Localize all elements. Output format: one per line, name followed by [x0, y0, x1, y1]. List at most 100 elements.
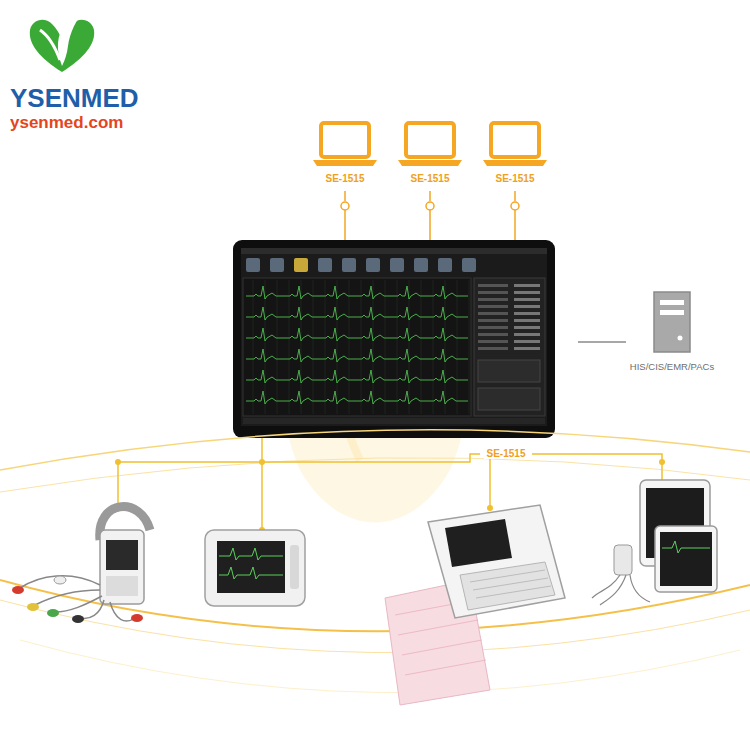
- toolbar-icon: [462, 258, 476, 272]
- toolbar-icon: [438, 258, 452, 272]
- ecg-grid: [313, 280, 314, 414]
- ecg-grid: [265, 280, 266, 414]
- device-bus: [118, 454, 480, 462]
- decor-curve: [0, 430, 750, 693]
- portable-ecg: [290, 545, 299, 589]
- panel-row: [478, 291, 508, 294]
- ecg-grid: [421, 280, 422, 414]
- ecg-machine: [445, 519, 512, 567]
- panel-row: [478, 305, 508, 308]
- panel-row: [514, 347, 540, 350]
- monitor: [233, 240, 555, 438]
- panel-row: [478, 312, 508, 315]
- bus-label: SE-1515: [484, 448, 529, 459]
- ecg-grid: [397, 280, 398, 414]
- ecg-machine: [470, 570, 551, 598]
- laptop-screen: [406, 123, 454, 157]
- laptop-base: [483, 160, 547, 166]
- holter-device: [106, 540, 138, 570]
- panel-box: [478, 388, 540, 410]
- ecg-grid: [349, 280, 350, 414]
- server-case: [654, 292, 690, 352]
- network-wire: [426, 202, 434, 210]
- holter-device: [80, 600, 104, 618]
- panel-row: [514, 291, 540, 294]
- network-wire: [341, 202, 349, 210]
- laptop-node: SE-1515: [310, 120, 380, 184]
- ecg-trace: [246, 328, 468, 341]
- panel-row: [514, 319, 540, 322]
- ecg-trace: [246, 286, 468, 299]
- laptop-base: [313, 160, 377, 166]
- holter-device: [27, 603, 39, 611]
- monitor: [241, 248, 547, 254]
- server-icon: [652, 290, 692, 354]
- monitor: [243, 418, 545, 424]
- ecg-machine: [428, 505, 565, 618]
- device-bus: [117, 462, 119, 506]
- network-wire: [514, 210, 516, 240]
- bus-dot: [115, 459, 665, 533]
- ecg-grid: [469, 280, 470, 414]
- monitor: [474, 278, 545, 416]
- panel-box: [478, 360, 540, 382]
- network-wire: [341, 191, 519, 240]
- portable-ecg: [205, 530, 305, 606]
- device-bus: [261, 438, 263, 462]
- tablet-ecg: [662, 541, 710, 553]
- server-led: [678, 336, 683, 341]
- device-bus: [118, 438, 662, 530]
- monitor: [243, 278, 471, 416]
- device-bus: [532, 454, 662, 462]
- panel-row: [514, 305, 540, 308]
- portable-ecg: [205, 530, 305, 606]
- brand-url: ysenmed.com: [10, 113, 123, 133]
- holter-device: [20, 576, 100, 588]
- network-wire: [344, 210, 346, 240]
- network-wire: [344, 191, 346, 201]
- panel-row: [478, 326, 508, 329]
- logo-icon: [40, 30, 60, 60]
- ecg-grid: [289, 280, 290, 414]
- panel-row: [478, 333, 508, 336]
- node-label: SE-1515: [411, 173, 450, 184]
- toolbar-icon: [294, 258, 308, 272]
- ecg-grid: [433, 280, 434, 414]
- tablet-ecg: [660, 532, 712, 586]
- ecg-grid: [301, 280, 302, 414]
- network-wire: [429, 191, 431, 201]
- network-wire: [511, 202, 519, 210]
- server-wire: [578, 341, 626, 343]
- portable-ecg: [217, 541, 285, 593]
- laptop-screen: [491, 123, 539, 157]
- holter-device: [54, 576, 66, 584]
- ecg-grid: [445, 280, 446, 414]
- toolbar-icon: [342, 258, 356, 272]
- laptop-icon: [397, 120, 463, 168]
- toolbar-icon: [318, 258, 332, 272]
- decor-curve: [0, 600, 750, 653]
- node-label: SE-1515: [496, 173, 535, 184]
- holter-device: [55, 596, 102, 612]
- portable-ecg: [219, 567, 283, 579]
- ecg-screen: [246, 258, 540, 414]
- holter-device: [12, 507, 150, 623]
- ecg-grid: [373, 280, 374, 414]
- ecg-machine: [460, 562, 555, 610]
- panel-row: [514, 326, 540, 329]
- panel-row: [478, 284, 508, 287]
- holter-device: [47, 609, 59, 617]
- decor-curve: [0, 458, 750, 492]
- toolbar-icon: [270, 258, 284, 272]
- monitor: [241, 248, 547, 426]
- tablet-ecg: [655, 526, 717, 592]
- bus-dot: [659, 459, 665, 465]
- bus-dot: [115, 459, 121, 465]
- ecg-grid: [409, 280, 410, 414]
- tablet-ecg: [592, 480, 717, 605]
- holter-device: [131, 614, 143, 622]
- ecg-grid: [385, 280, 386, 414]
- ecg-grid: [325, 280, 326, 414]
- ecg-grid: [253, 280, 254, 414]
- bus-dot: [259, 459, 265, 465]
